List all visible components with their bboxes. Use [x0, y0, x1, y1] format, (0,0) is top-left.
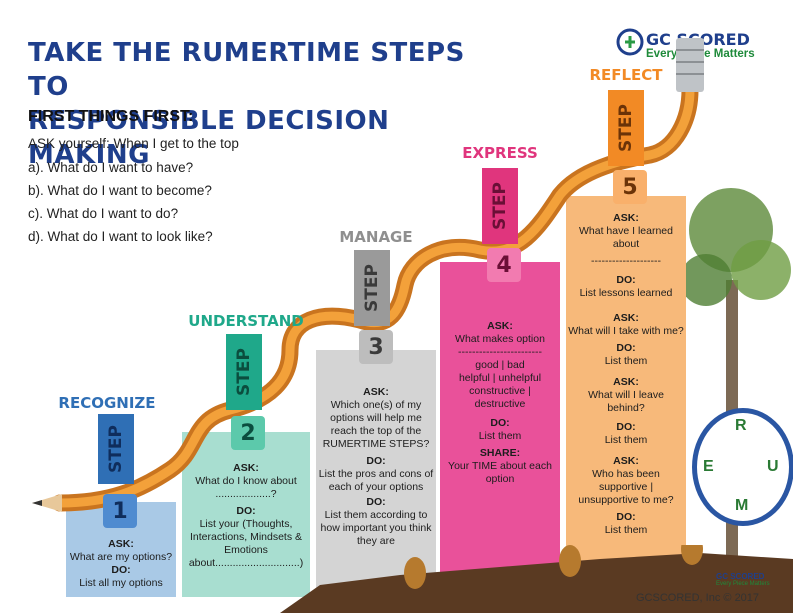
step-5-tab: STEP [608, 90, 644, 166]
step-5-divider: -------------------- [591, 255, 661, 267]
step-4-do-label: DO: [490, 417, 510, 429]
step-5-ask4: Who has been supportive | unsupportive t… [578, 468, 674, 506]
step-3-number: 3 [359, 330, 393, 364]
step-4-panel [440, 262, 560, 597]
step-2-do-label: DO: [236, 505, 256, 517]
clock-letter-u: U [767, 458, 779, 475]
step-3-do2: List them according to how important you… [320, 509, 432, 547]
intro-line: ASK yourself: When I get to the top [28, 136, 239, 151]
step-5-ask3: What will I leave behind? [588, 389, 664, 414]
step-2-do: List your (Thoughts, Interactions, Minds… [188, 518, 304, 569]
step-5-ask4-label: ASK: [613, 455, 639, 467]
gc-logo-icon [616, 28, 644, 56]
step-3-heading: MANAGE [339, 228, 413, 246]
step-4-number: 4 [487, 248, 521, 282]
step-2-heading: UNDERSTAND [188, 312, 304, 330]
title-line-2: RESPONSIBLE DECISION MAKING [28, 106, 390, 170]
footer-logo: GC SCORED [716, 572, 765, 581]
page-title: TAKE THE RUMERTIME STEPS TO RESPONSIBLE … [28, 36, 498, 172]
step-3-tab-label: STEP [362, 264, 383, 312]
step-3-do2-label: DO: [366, 496, 386, 508]
step-4-tab-label: STEP [490, 182, 511, 230]
step-5-do2: List them [604, 355, 648, 367]
step-4-option: constructive | destructive [469, 385, 531, 410]
intro-heading: FIRST THINGS FIRST: [28, 108, 194, 125]
step-2-ask: What do I know about ...................… [195, 475, 297, 500]
step-2-tab: STEP [226, 334, 262, 410]
intro-line: a). What do I want to have? [28, 160, 194, 175]
step-4-option: good | bad [475, 359, 525, 371]
step-3-tab: STEP [354, 250, 390, 326]
step-2-ask-label: ASK: [233, 462, 259, 474]
title-line-1: TAKE THE RUMERTIME STEPS TO [28, 38, 465, 102]
step-5-do-label: DO: [616, 274, 636, 286]
step-5-do3-label: DO: [616, 421, 636, 433]
step-3-do-label: DO: [366, 455, 386, 467]
step-4-share: Your TIME about each option [448, 460, 552, 485]
step-5-do3: List them [604, 434, 648, 446]
step-3-ask: Which one(s) of my options will help me … [322, 399, 430, 450]
step-2-panel [182, 432, 310, 597]
clock-letter-m: M [735, 497, 749, 514]
step-5-ask2: What will I take with me? [568, 325, 684, 337]
tree-illustration [686, 188, 791, 580]
step-3-panel [316, 350, 436, 597]
step-1-number: 1 [103, 494, 137, 528]
step-4-divider: ------------------------ [458, 346, 542, 358]
intro-line: b). What do I want to become? [28, 183, 212, 198]
step-1-tab: STEP [98, 414, 134, 484]
footer-copyright: GCSCORED, Inc © 2017 [636, 592, 760, 604]
step-4-do: List them [478, 430, 522, 442]
soil-illustration [280, 545, 793, 613]
step-1-do-label: DO: [111, 564, 131, 576]
step-5-do2-label: DO: [616, 342, 636, 354]
step-5-number: 5 [613, 170, 647, 204]
step-5-panel [566, 196, 686, 597]
step-4-ask-label: ASK: [487, 320, 513, 332]
step-4-heading: EXPRESS [462, 144, 538, 162]
step-1-ask-label: ASK: [108, 538, 134, 550]
step-5-do4-label: DO: [616, 511, 636, 523]
step-4-ask: What makes option [455, 333, 545, 345]
step-2-number: 2 [231, 416, 265, 450]
step-5-heading: REFLECT [589, 66, 663, 84]
step-1-ask: What are my options? [69, 551, 173, 563]
step-5-do: List lessons learned [579, 287, 673, 299]
step-3-ask-label: ASK: [363, 386, 389, 398]
step-5-tab-label: STEP [616, 104, 637, 152]
footer-logo-tagline: Every Piece Matters [716, 581, 770, 587]
step-3-do: List the pros and cons of each of your o… [318, 468, 434, 493]
step-5-ask: What have I learned about [579, 225, 673, 250]
step-5-ask3-label: ASK: [613, 376, 639, 388]
rume-clock-illustration: R U M E [692, 408, 793, 526]
step-5-ask2-label: ASK: [613, 312, 639, 324]
step-1-heading: RECOGNIZE [58, 394, 156, 412]
clock-letter-e: E [703, 458, 714, 475]
step-4-share-label: SHARE: [479, 447, 521, 459]
step-4-option: helpful | unhelpful [458, 372, 542, 384]
step-5-do4: List them [604, 524, 648, 536]
step-4-tab: STEP [482, 168, 518, 244]
clock-letter-r: R [735, 417, 747, 434]
intro-line: c). What do I want to do? [28, 206, 179, 221]
step-2-tab-label: STEP [234, 348, 255, 396]
step-5-ask-label: ASK: [613, 212, 639, 224]
intro-line: d). What do I want to look like? [28, 229, 213, 244]
step-1-tab-label: STEP [106, 425, 127, 473]
step-1-do: List all my options [79, 577, 163, 589]
